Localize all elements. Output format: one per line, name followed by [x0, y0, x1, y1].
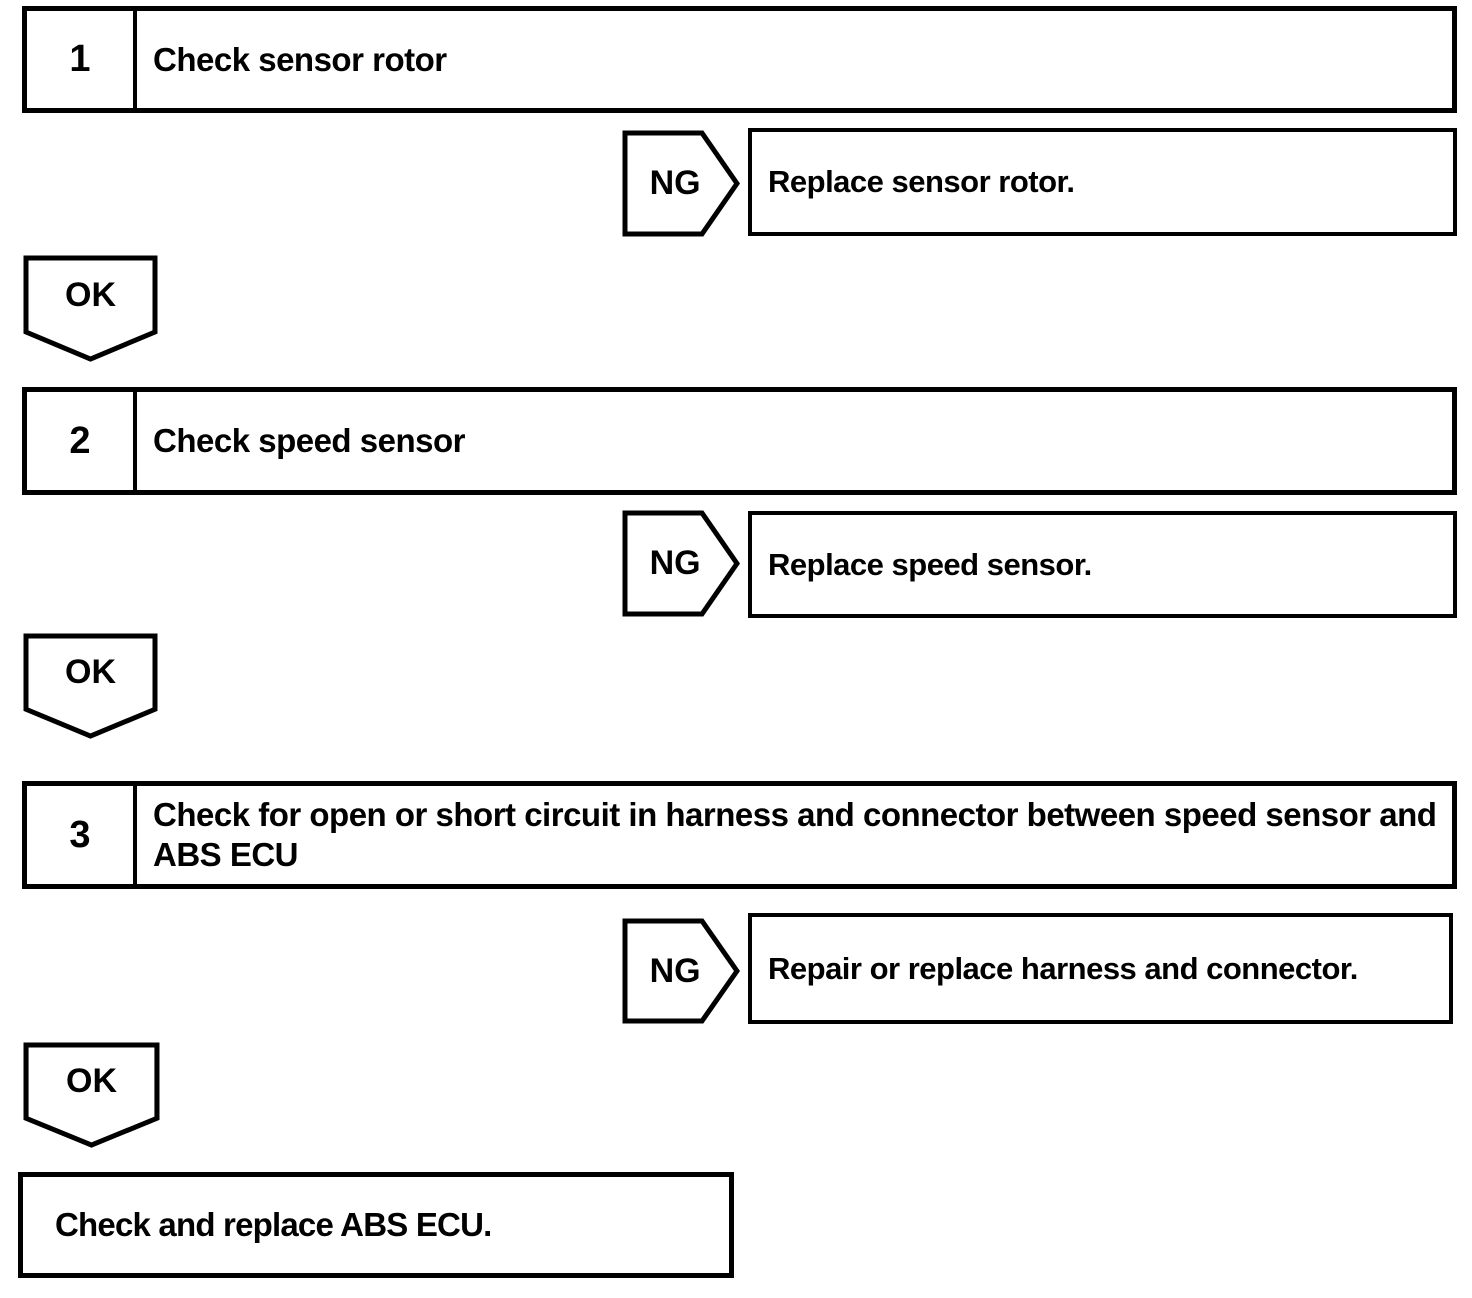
- step-1-ok-arrow: OK: [23, 255, 158, 362]
- step-1-title: Check sensor rotor: [153, 40, 447, 78]
- step-3-ng-arrow: NG: [622, 918, 740, 1024]
- step-2-ng-action-text: Replace speed sensor.: [768, 546, 1092, 582]
- ng-right-arrow-icon: [622, 130, 740, 237]
- step-3-box: 3 Check for open or short circuit in har…: [22, 781, 1457, 889]
- ok-down-arrow-icon: [23, 1042, 160, 1148]
- step-1-ng-arrow: NG: [622, 130, 740, 237]
- ok-down-arrow-icon: [23, 255, 158, 362]
- step-2-number: 2: [27, 392, 137, 490]
- ng-right-arrow-icon: [622, 510, 740, 617]
- step-1-box: 1 Check sensor rotor: [22, 6, 1457, 113]
- step-2-ng-action-box: Replace speed sensor.: [748, 511, 1457, 618]
- step-3-ok-arrow: OK: [23, 1042, 160, 1148]
- step-2-title: Check speed sensor: [153, 422, 465, 459]
- ng-right-arrow-icon: [622, 918, 740, 1024]
- step-2-ng-arrow: NG: [622, 510, 740, 617]
- step-1-ng-action-text: Replace sensor rotor.: [768, 164, 1075, 199]
- step-1-ng-action-box: Replace sensor rotor.: [748, 128, 1457, 236]
- ok-down-arrow-icon: [23, 633, 158, 739]
- step-3-ng-label: NG: [649, 951, 701, 990]
- step-2-ok-label: OK: [65, 653, 116, 692]
- step-1-ng-label: NG: [649, 164, 701, 202]
- step-2-box: 2 Check speed sensor: [22, 387, 1457, 495]
- step-3-ok-label: OK: [66, 1062, 117, 1101]
- step-1-number: 1: [27, 11, 137, 108]
- step-2-ng-label: NG: [649, 544, 701, 582]
- step-2-ok-arrow: OK: [23, 633, 158, 739]
- step-3-number: 3: [27, 786, 137, 884]
- step-3-ng-action-text: Repair or replace harness and connector.: [768, 950, 1358, 986]
- step-1-ok-label: OK: [65, 275, 116, 314]
- final-action-text: Check and replace ABS ECU.: [55, 1206, 492, 1243]
- step-3-ng-action-box: Repair or replace harness and connector.: [748, 913, 1453, 1024]
- final-action-box: Check and replace ABS ECU.: [18, 1172, 734, 1278]
- step-3-title: Check for open or short circuit in harne…: [153, 796, 1437, 873]
